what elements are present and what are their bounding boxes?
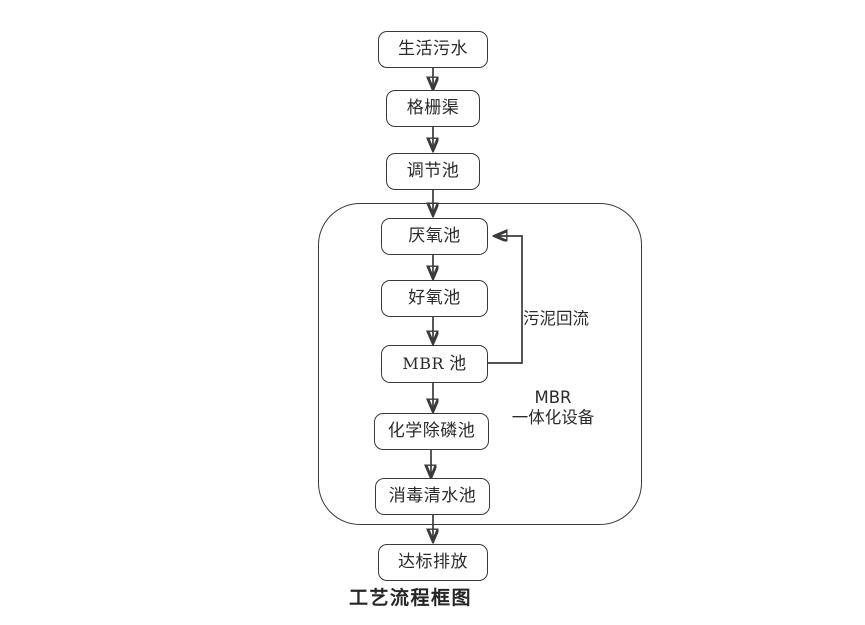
node-anaerobic-tank[interactable]: 厌氧池 bbox=[381, 218, 488, 255]
node-compliant-discharge-label: 达标排放 bbox=[398, 552, 468, 572]
node-grille-label: 格栅渠 bbox=[406, 98, 460, 118]
label-mbr-integrated-unit: MBR 一体化设备 bbox=[493, 388, 613, 428]
node-mbr-tank-label-suffix: 池 bbox=[449, 353, 467, 374]
node-mbr-tank-label: MBR bbox=[402, 354, 445, 373]
node-disinfection-clearwater-tank-label: 消毒清水池 bbox=[388, 486, 477, 506]
label-mbr-integrated-unit-line1: MBR bbox=[534, 388, 572, 407]
node-chemical-dephosphorization-tank[interactable]: 化学除磷池 bbox=[374, 413, 489, 450]
node-grille[interactable]: 格栅渠 bbox=[386, 90, 480, 127]
node-disinfection-clearwater-tank[interactable]: 消毒清水池 bbox=[375, 478, 490, 515]
mbr-integrated-unit-boundary bbox=[318, 203, 642, 525]
label-sludge-return-text: 污泥回流 bbox=[523, 309, 589, 328]
diagram-caption: 工艺流程框图 bbox=[349, 583, 472, 610]
node-anaerobic-tank-label: 厌氧池 bbox=[408, 226, 461, 246]
node-compliant-discharge[interactable]: 达标排放 bbox=[378, 544, 488, 581]
node-aerobic-tank[interactable]: 好氧池 bbox=[381, 280, 488, 317]
node-regulating-tank[interactable]: 调节池 bbox=[386, 153, 480, 190]
node-regulating-tank-label: 调节池 bbox=[406, 161, 460, 181]
node-chemical-dephosphorization-tank-label: 化学除磷池 bbox=[387, 421, 476, 441]
label-sludge-return: 污泥回流 bbox=[523, 309, 589, 329]
label-mbr-integrated-unit-line2: 一体化设备 bbox=[511, 408, 595, 427]
node-influent[interactable]: 生活污水 bbox=[378, 31, 488, 68]
diagram-caption-text: 工艺流程框图 bbox=[349, 587, 473, 609]
node-influent-label: 生活污水 bbox=[398, 39, 468, 59]
node-aerobic-tank-label: 好氧池 bbox=[408, 288, 461, 308]
